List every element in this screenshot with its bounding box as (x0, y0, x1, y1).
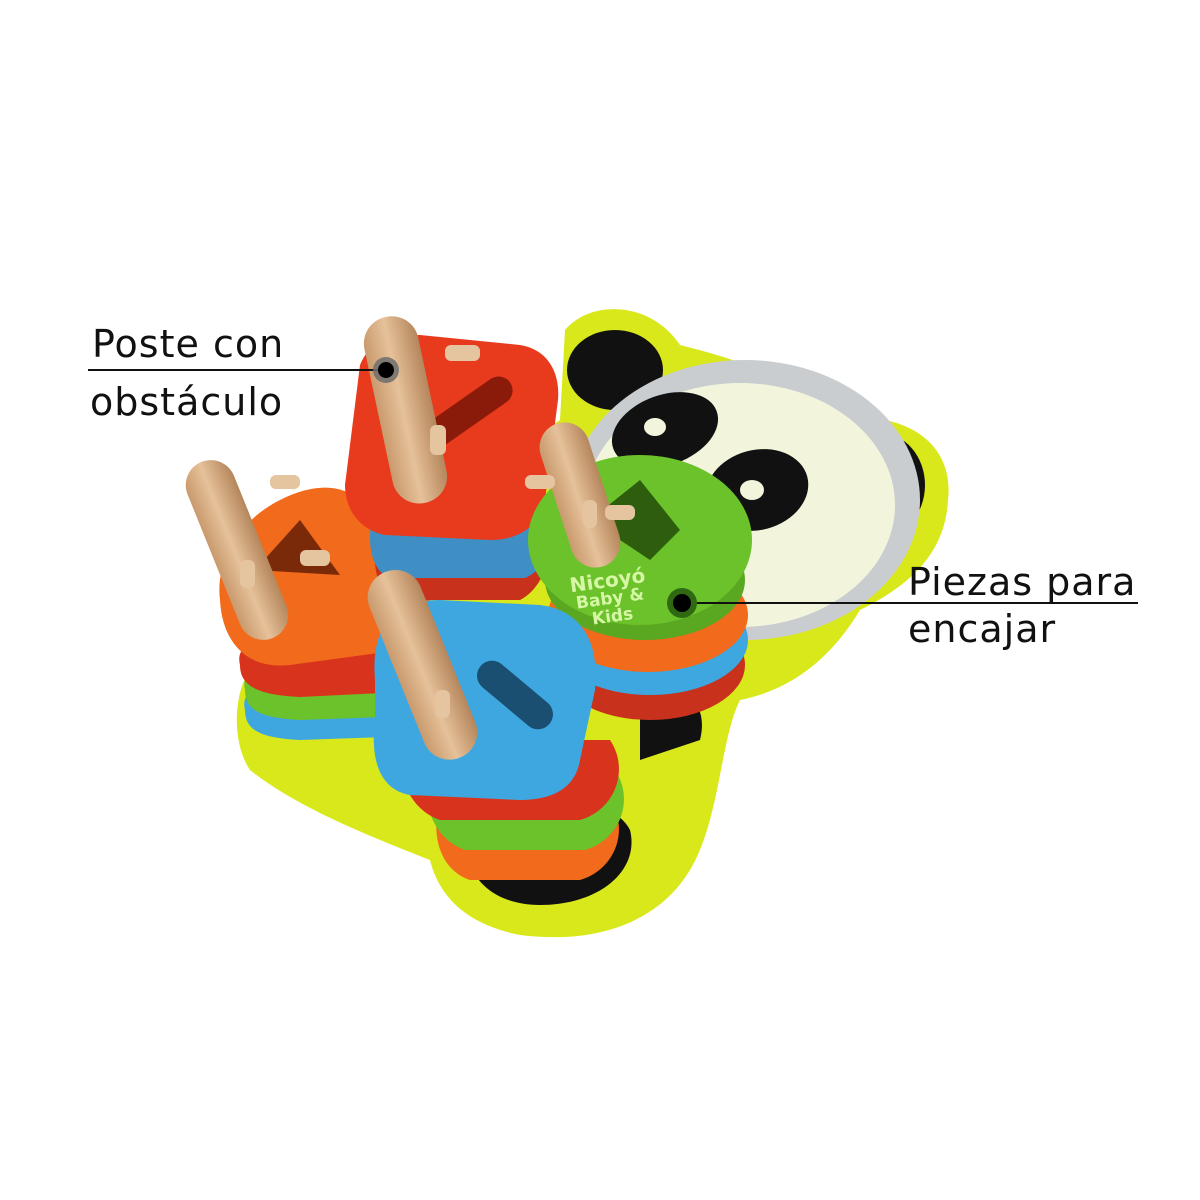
callout-pieces-leader (667, 588, 1138, 618)
callout-post-line2: obstáculo (90, 380, 284, 424)
post-orange (185, 460, 289, 640)
callout-pieces-line1: Piezas para (908, 560, 1137, 604)
callout-post-leader (88, 357, 399, 383)
callout-post-line1: Poste con (92, 322, 285, 366)
post-green (539, 422, 621, 568)
callout-pieces-line2: encajar (908, 607, 1057, 651)
